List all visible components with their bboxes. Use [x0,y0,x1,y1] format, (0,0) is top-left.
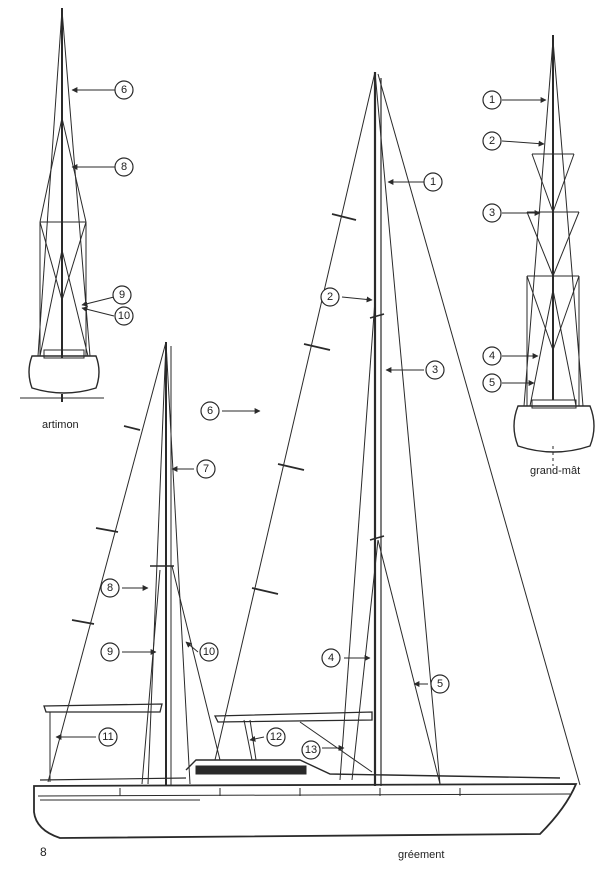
callout-main-9: 9 [107,646,113,658]
callout-main-1: 1 [430,176,436,188]
callout-grand-mat-5: 5 [489,377,495,389]
callout-artimon-9: 9 [119,289,125,301]
callout-main-3: 3 [432,364,438,376]
callout-main-11: 11 [102,731,113,743]
page-number: 8 [40,845,47,859]
callout-main-7: 7 [203,463,209,475]
callout-artimon-8: 8 [121,161,127,173]
caption-grand-mat: grand-mât [530,465,580,477]
ketch-side-view [33,71,581,839]
artimon-stern-view [20,8,104,402]
callout-main-5: 5 [437,678,443,690]
caption-artimon: artimon [42,419,79,431]
caption-greement: gréement [398,849,444,861]
callout-main-13: 13 [305,744,317,756]
callout-main-12: 12 [270,731,282,743]
callout-artimon-6: 6 [121,84,127,96]
callout-main-2: 2 [327,291,333,303]
callout-main-6: 6 [207,405,213,417]
callout-main-8: 8 [107,582,113,594]
callout-grand-mat-1: 1 [489,94,495,106]
callout-grand-mat-3: 3 [489,207,495,219]
callout-grand-mat-2: 2 [489,135,495,147]
callout-main-4: 4 [328,652,334,664]
callout-artimon-10: 10 [118,310,130,322]
callout-main-10: 10 [203,646,215,658]
grand-mat-stern-view [513,35,595,466]
callout-grand-mat-4: 4 [489,350,495,362]
